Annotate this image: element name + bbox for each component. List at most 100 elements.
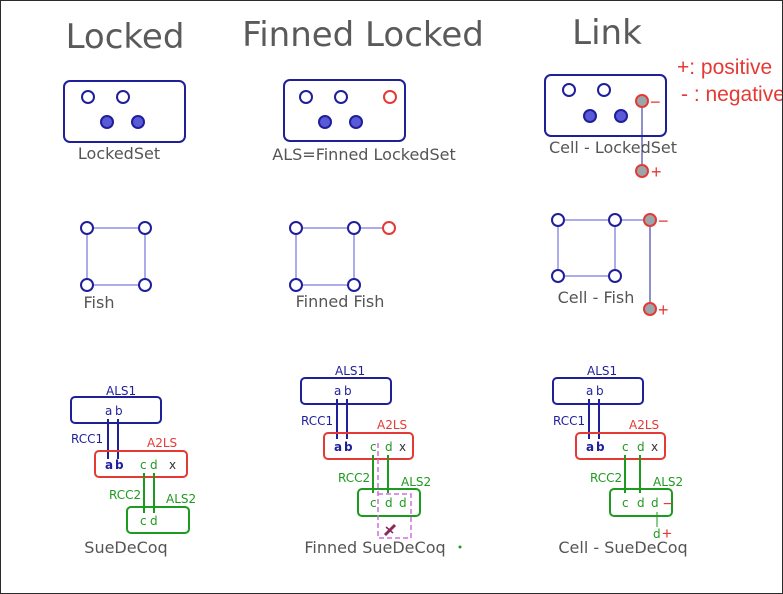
candidate-circle-filled (583, 109, 597, 123)
cand-b: b (344, 384, 352, 398)
candidate-circle (80, 278, 94, 292)
fish-square (86, 227, 146, 286)
label-a2ls: A2LS (377, 418, 407, 432)
label-rcc1: RCC1 (71, 432, 103, 446)
label-a2ls: A2LS (629, 418, 659, 432)
caption-suedecoq: SueDeCoq (84, 538, 167, 557)
sign-plus: + (658, 300, 669, 320)
candidate-circle (116, 90, 130, 104)
fin-region (377, 493, 412, 539)
candidate-circle (562, 83, 576, 97)
als1-box (70, 396, 162, 424)
sign-plus: + (662, 524, 672, 543)
locked-set-diagram: LockedSet (63, 80, 186, 163)
label-rcc2: RCC2 (338, 471, 370, 485)
als2-box (609, 488, 673, 517)
cand-c: c (622, 496, 629, 510)
link-node-positive (643, 302, 657, 316)
candidate-circle (597, 83, 611, 97)
cand-x: x (651, 440, 658, 454)
cand-c: c (140, 458, 147, 472)
candidate-circle-filled (318, 115, 332, 129)
finned-fish-diagram: Finned Fish (289, 221, 396, 311)
cand-a: a (105, 458, 113, 472)
cand-d: d (637, 496, 645, 510)
cand-c: c (140, 514, 147, 528)
cand-b: b (596, 384, 604, 398)
caption-cell-fish: Cell - Fish (558, 288, 635, 307)
fish-square (295, 227, 355, 286)
cand-b: b (115, 404, 123, 418)
candidate-circle-filled (100, 115, 114, 129)
sign-minus: − (658, 211, 669, 231)
candidate-circle-filled (614, 109, 628, 123)
finned-suedecoq-diagram: ALS1 a b RCC1 A2LS a b c d x RCC2 ALS2 c… (300, 364, 462, 557)
caption-als-finned: ALS=Finned LockedSet (272, 145, 455, 164)
label-rcc2: RCC2 (590, 471, 622, 485)
cand-d: d (385, 496, 393, 510)
cand-x: x (399, 440, 406, 454)
sign-minus: − (663, 496, 672, 513)
candidate-circle (334, 90, 348, 104)
cand-a: a (586, 384, 593, 398)
als2-box (126, 506, 190, 534)
label-rcc2: RCC2 (109, 488, 141, 502)
fish-diagram: Fish (80, 221, 152, 312)
candidate-circle (347, 221, 361, 235)
link-node-positive (635, 164, 649, 178)
cell-suedecoq-diagram: ALS1 a b RCC1 A2LS a b c d x RCC2 ALS2 c… (552, 364, 688, 557)
a2ls-box (323, 432, 414, 460)
cand-a: a (105, 404, 112, 418)
finned-locked-set-diagram: ALS=Finned LockedSet (272, 79, 456, 164)
candidate-circle (608, 269, 622, 283)
candidate-circle (289, 278, 303, 292)
fin-circle (383, 90, 397, 104)
sign-plus: + (651, 162, 662, 182)
cand-d: d (637, 440, 645, 454)
candidate-circle-filled (131, 115, 145, 129)
candidate-circle (138, 278, 152, 292)
cand-d: d (399, 496, 407, 510)
candidate-circle (299, 90, 313, 104)
candidate-circle (289, 221, 303, 235)
sign-minus: − (650, 92, 661, 112)
legend-negative: - : negative (681, 83, 782, 106)
cand-b: b (344, 440, 353, 454)
label-als2: ALS2 (653, 475, 683, 489)
cand-c: c (370, 440, 377, 454)
locked-set-box (544, 74, 667, 137)
cand-d: d (150, 458, 158, 472)
candidate-circle (138, 221, 152, 235)
caption-fish: Fish (84, 293, 115, 312)
cand-d: d (651, 496, 659, 510)
als2-box (357, 488, 421, 517)
cand-b: b (115, 458, 124, 472)
cand-b: b (596, 440, 605, 454)
caption-cell-suedecoq: Cell - SueDeCoq (558, 538, 687, 557)
caption-cell-locked: Cell - LockedSet (549, 138, 677, 157)
label-als2: ALS2 (401, 475, 431, 489)
caption-finned-fish: Finned Fish (296, 292, 385, 311)
header-locked: Locked (66, 17, 185, 57)
label-als1: ALS1 (335, 364, 365, 378)
legend-positive: +: positive (677, 56, 772, 79)
eliminate-mark-icon (385, 526, 394, 534)
cand-d: d (653, 527, 661, 541)
label-a2ls: A2LS (147, 436, 177, 450)
a2ls-box (575, 432, 666, 460)
fin-circle (382, 221, 396, 235)
caption-finned-suedecoq: Finned SueDeCoq (304, 538, 445, 557)
link-node-negative (643, 213, 657, 227)
cand-a: a (586, 440, 594, 454)
candidate-circle (551, 269, 565, 283)
candidate-circle (551, 213, 565, 227)
cell-fish-diagram: − + Cell - Fish (551, 211, 669, 320)
label-als1: ALS1 (587, 364, 617, 378)
header-finned-locked: Finned Locked (242, 15, 484, 55)
cand-c: c (370, 496, 377, 510)
cand-a: a (334, 440, 342, 454)
link-node-negative (635, 94, 649, 108)
candidate-circle (608, 213, 622, 227)
label-rcc1: RCC1 (553, 414, 585, 428)
caption-locked-set: LockedSet (78, 144, 160, 163)
